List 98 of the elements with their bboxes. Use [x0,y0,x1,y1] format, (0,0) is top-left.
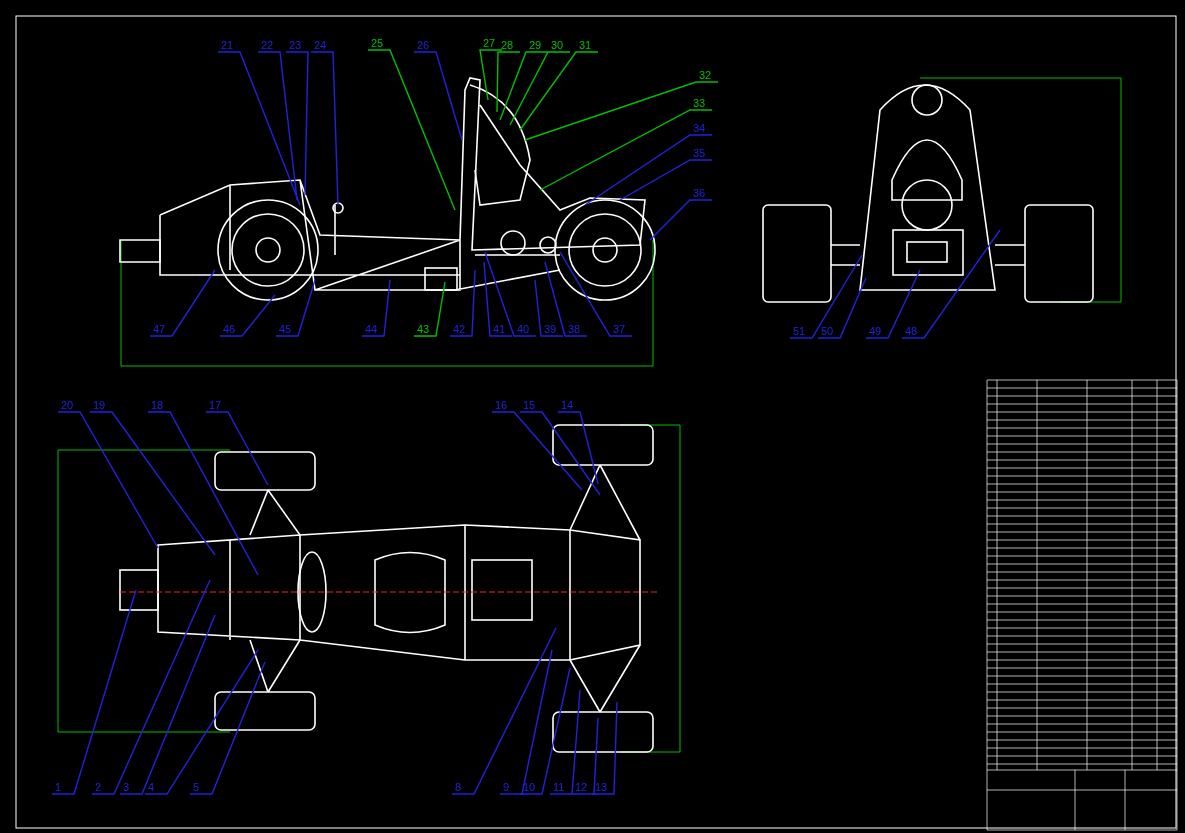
leader-line [591,701,618,795]
leader-line [865,269,921,339]
leader-line [584,134,713,206]
callout-number: 12 [575,781,588,793]
leader-line [544,261,588,337]
leader-line [549,689,581,795]
callout-number: 16 [495,399,508,411]
leader-line [57,411,159,549]
leader-line [483,261,513,337]
callout-number: 10 [523,781,536,793]
leader-line [89,411,216,556]
callout-number: 9 [503,781,510,793]
callout-number: 41 [493,323,506,335]
leader-line [571,717,599,795]
callout-number: 40 [517,323,530,335]
leader-line [817,277,867,339]
callout-number: 2 [95,781,102,793]
callout-number: 4 [148,781,155,793]
leader-line [451,627,557,795]
leader-line [310,51,339,206]
leader-line [205,411,269,486]
callout-number: 5 [193,781,200,793]
leader-line [557,411,599,485]
callout-number: 31 [579,39,592,51]
leader-line [257,51,298,201]
callout-number: 28 [501,39,514,51]
leader-line [484,251,537,337]
leader-line [499,649,553,795]
callout-number: 35 [693,147,706,159]
callout-number: 3 [123,781,130,793]
callout-number: 29 [529,39,542,51]
callout-number: 50 [821,325,834,337]
leader-line [51,589,137,795]
callout-number: 27 [483,37,496,49]
leader-line [519,51,599,131]
callout-number: 26 [417,39,430,51]
callout-number: 20 [61,399,74,411]
callout-number: 34 [693,122,706,134]
leader-line [275,279,316,337]
leader-line [534,279,564,337]
callout-number: 1 [55,781,62,793]
callout-number: 36 [693,187,706,199]
leader-line [499,51,549,121]
callout-number: 45 [279,323,292,335]
leader-line [147,411,259,576]
leader-line [189,661,266,795]
leader-line [901,229,1001,339]
callout-number: 42 [453,323,466,335]
leader-line [479,49,503,101]
callout-number: 15 [523,399,536,411]
leader-line [449,269,476,337]
leader-line [509,51,571,126]
leader-line [519,411,601,496]
leader-line [496,51,521,113]
callout-number: 14 [561,399,574,411]
leader-line [413,51,463,141]
callout-number: 21 [221,39,234,51]
leader-line [519,667,571,795]
leader-line [149,269,216,337]
callout-number: 17 [209,399,222,411]
callout-number: 24 [314,39,327,51]
callout-number: 13 [595,781,608,793]
leader-line [285,51,309,196]
callout-number: 37 [613,323,626,335]
callout-number: 18 [151,399,164,411]
callout-number: 11 [553,781,565,793]
callout-number: 46 [223,323,236,335]
callout-number: 23 [289,39,302,51]
callout-number: 48 [905,325,918,337]
leader-line [413,281,446,337]
leader-line [219,294,276,337]
leader-line [491,411,583,491]
callout-number: 51 [793,325,806,337]
leader-line [119,614,216,795]
leader-line [144,649,259,795]
callout-number: 44 [365,323,378,335]
leader-line [789,254,863,339]
callout-number: 30 [551,39,564,51]
leader-line [649,199,713,241]
leader-line [539,109,713,191]
callout-number: 47 [153,323,166,335]
callout-number: 19 [93,399,106,411]
leader-line [361,279,391,337]
callout-number: 8 [455,781,462,793]
callout-number: 43 [417,323,430,335]
callout-number: 38 [568,323,581,335]
leader-line [559,251,633,337]
leader-line [367,49,456,211]
callout-number: 22 [261,39,274,51]
leader-line [217,51,301,206]
leader-line [524,81,719,141]
leader-line [619,159,713,201]
callout-number: 32 [699,69,712,81]
callout-number: 49 [869,325,882,337]
leader-line [91,579,211,795]
callout-number: 39 [544,323,557,335]
callout-number: 25 [371,37,384,49]
callout-number: 33 [693,97,706,109]
